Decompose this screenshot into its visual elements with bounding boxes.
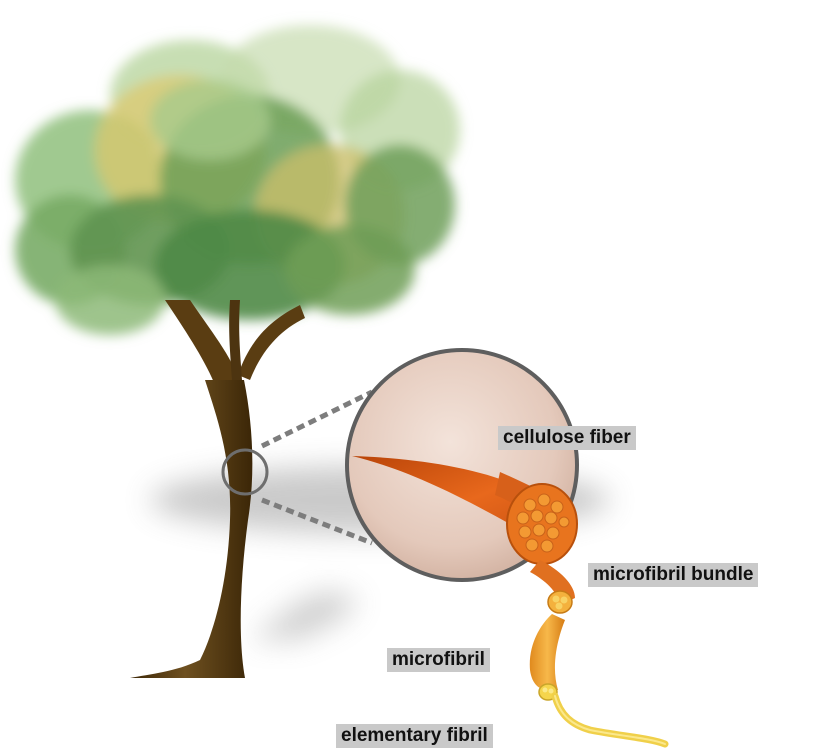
tree-foliage <box>15 25 460 335</box>
microfibril-cross-section <box>548 591 572 613</box>
label-elementary-fibril: elementary fibril <box>336 724 493 748</box>
label-cellulose-fiber: cellulose fiber <box>498 426 636 450</box>
label-microfibril: microfibril <box>387 648 490 672</box>
microfibril-strand <box>530 614 565 690</box>
label-microfibril-bundle: microfibril bundle <box>588 563 758 587</box>
microfibril-bundle-cross-section <box>507 484 577 564</box>
